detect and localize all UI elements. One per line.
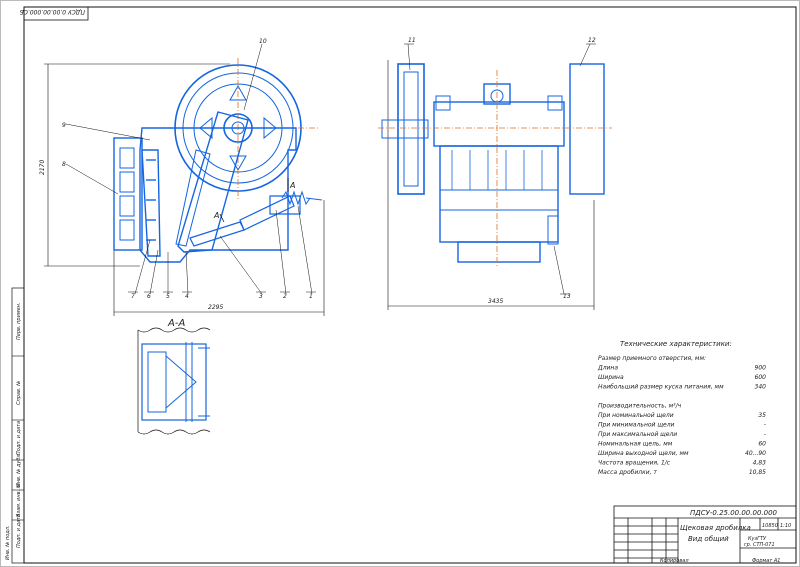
callouts-side — [404, 43, 596, 295]
flywheel-side — [381, 63, 429, 195]
section-letter-bottom: А — [213, 211, 219, 220]
callout-1: 1 — [309, 293, 313, 300]
title-org-2: гр. СТП-071 — [744, 542, 775, 548]
moving-jaw — [175, 111, 249, 253]
spec-value: - — [764, 422, 766, 429]
spec-value: 4,83 — [753, 460, 767, 467]
front-view: 2170 2295 — [39, 38, 325, 316]
title-name-1: Щековая дробилка — [680, 524, 751, 532]
title-copied: Копировал — [660, 558, 689, 564]
callout-2: 2 — [283, 293, 287, 300]
toggle-plate — [189, 195, 301, 247]
section-break-lines — [137, 327, 211, 435]
side-stamp-4: Инв. № дубл. — [16, 453, 22, 487]
side-stamp-3: Подп. и дата — [16, 421, 22, 455]
section-title: А-А — [167, 318, 185, 329]
callout-12: 12 — [588, 37, 596, 44]
fixed-jaw — [141, 149, 161, 257]
callout-7: 7 — [131, 293, 135, 300]
drawing-frame — [23, 6, 797, 564]
body-side — [433, 83, 565, 263]
title-format: Формат А1 — [752, 558, 780, 564]
dim-height: 2170 — [39, 63, 230, 267]
spec-label: Наибольший размер куска питания, мм — [598, 384, 724, 391]
spec-label: Частота вращения, 1/с — [598, 460, 671, 467]
section-body — [141, 342, 210, 422]
callout-3: 3 — [259, 293, 263, 300]
spec-label: При максимальной щели — [598, 431, 677, 438]
spec-value: 40...90 — [745, 450, 766, 457]
title-scale: 1:10 — [780, 523, 791, 529]
callout-4: 4 — [185, 293, 189, 300]
tension-spring — [281, 190, 323, 206]
spec-label: Производительность, м³/ч — [598, 403, 682, 410]
callout-13: 13 — [563, 293, 571, 300]
top-stamp-text: ПДСУ 0.00.00.000.СБ — [20, 8, 85, 15]
spec-label: Номинальная щель, мм — [598, 441, 673, 448]
title-code: ПДСУ-0.25.00.00.00.000 — [690, 509, 778, 517]
title-block — [613, 505, 797, 564]
side-stamps: Перв. примен. Справ. № Подп. и дата Инв.… — [5, 287, 25, 564]
spec-label: Ширина выходной щели, мм — [598, 450, 689, 457]
spec-value: 60 — [758, 441, 766, 448]
spec-value: 35 — [758, 412, 766, 419]
spec-label: При номинальной щели — [598, 412, 674, 419]
section-view: А-А — [137, 318, 211, 435]
callout-5: 5 — [166, 293, 170, 300]
pulley-side — [569, 63, 605, 195]
title-name-2: Вид общий — [688, 535, 729, 543]
side-stamp-5: Взам. инв. № — [16, 483, 22, 517]
side-stamp-1: Перв. примен. — [16, 302, 22, 340]
specs-rows: Размер приемного отверстия, мм: Длина 900Ш… — [597, 355, 766, 476]
specifications: Технические характеристики: Размер прием… — [597, 340, 766, 476]
spec-label: При минимальной щели — [598, 422, 675, 429]
callout-9: 9 — [62, 122, 66, 129]
side-view: 3435 — [378, 37, 612, 310]
callout-6: 6 — [147, 293, 151, 300]
spec-label: Ширина — [598, 374, 624, 381]
title-mass: 10850 — [762, 523, 778, 529]
callout-10: 10 — [259, 38, 267, 45]
callout-8: 8 — [62, 161, 66, 168]
dim-width-right-label: 3435 — [488, 298, 503, 305]
spec-label: Длина — [597, 365, 618, 372]
dim-height-label: 2170 — [39, 160, 46, 175]
spec-value: 600 — [755, 374, 767, 381]
title-org-1: КузГТУ — [748, 536, 767, 542]
side-stamp-7: Инв. № подл. — [5, 526, 11, 561]
crusher-frame — [113, 127, 297, 263]
dim-width-left: 2295 — [113, 200, 325, 316]
dim-width-left-label: 2295 — [208, 304, 223, 311]
section-letter-top: А — [289, 181, 295, 190]
callout-11: 11 — [408, 37, 416, 44]
side-stamp-6: Подп. и дата — [16, 514, 22, 548]
callouts-front — [65, 43, 316, 295]
spec-value: 900 — [755, 365, 767, 372]
spec-value: - — [764, 431, 766, 438]
shaft-axis — [378, 70, 612, 268]
side-stamp-2: Справ. № — [16, 381, 22, 405]
spec-value: 10,85 — [749, 469, 766, 476]
specs-title: Технические характеристики: — [620, 340, 732, 348]
spec-label: Размер приемного отверстия, мм: — [598, 355, 706, 362]
dim-width-right: 3435 — [387, 60, 595, 310]
spec-value: 340 — [755, 384, 767, 391]
top-stamp: ПДСУ 0.00.00.000.СБ — [20, 6, 89, 21]
section-mark: А А — [213, 178, 295, 223]
spec-label: Масса дробилки, т — [598, 469, 657, 476]
